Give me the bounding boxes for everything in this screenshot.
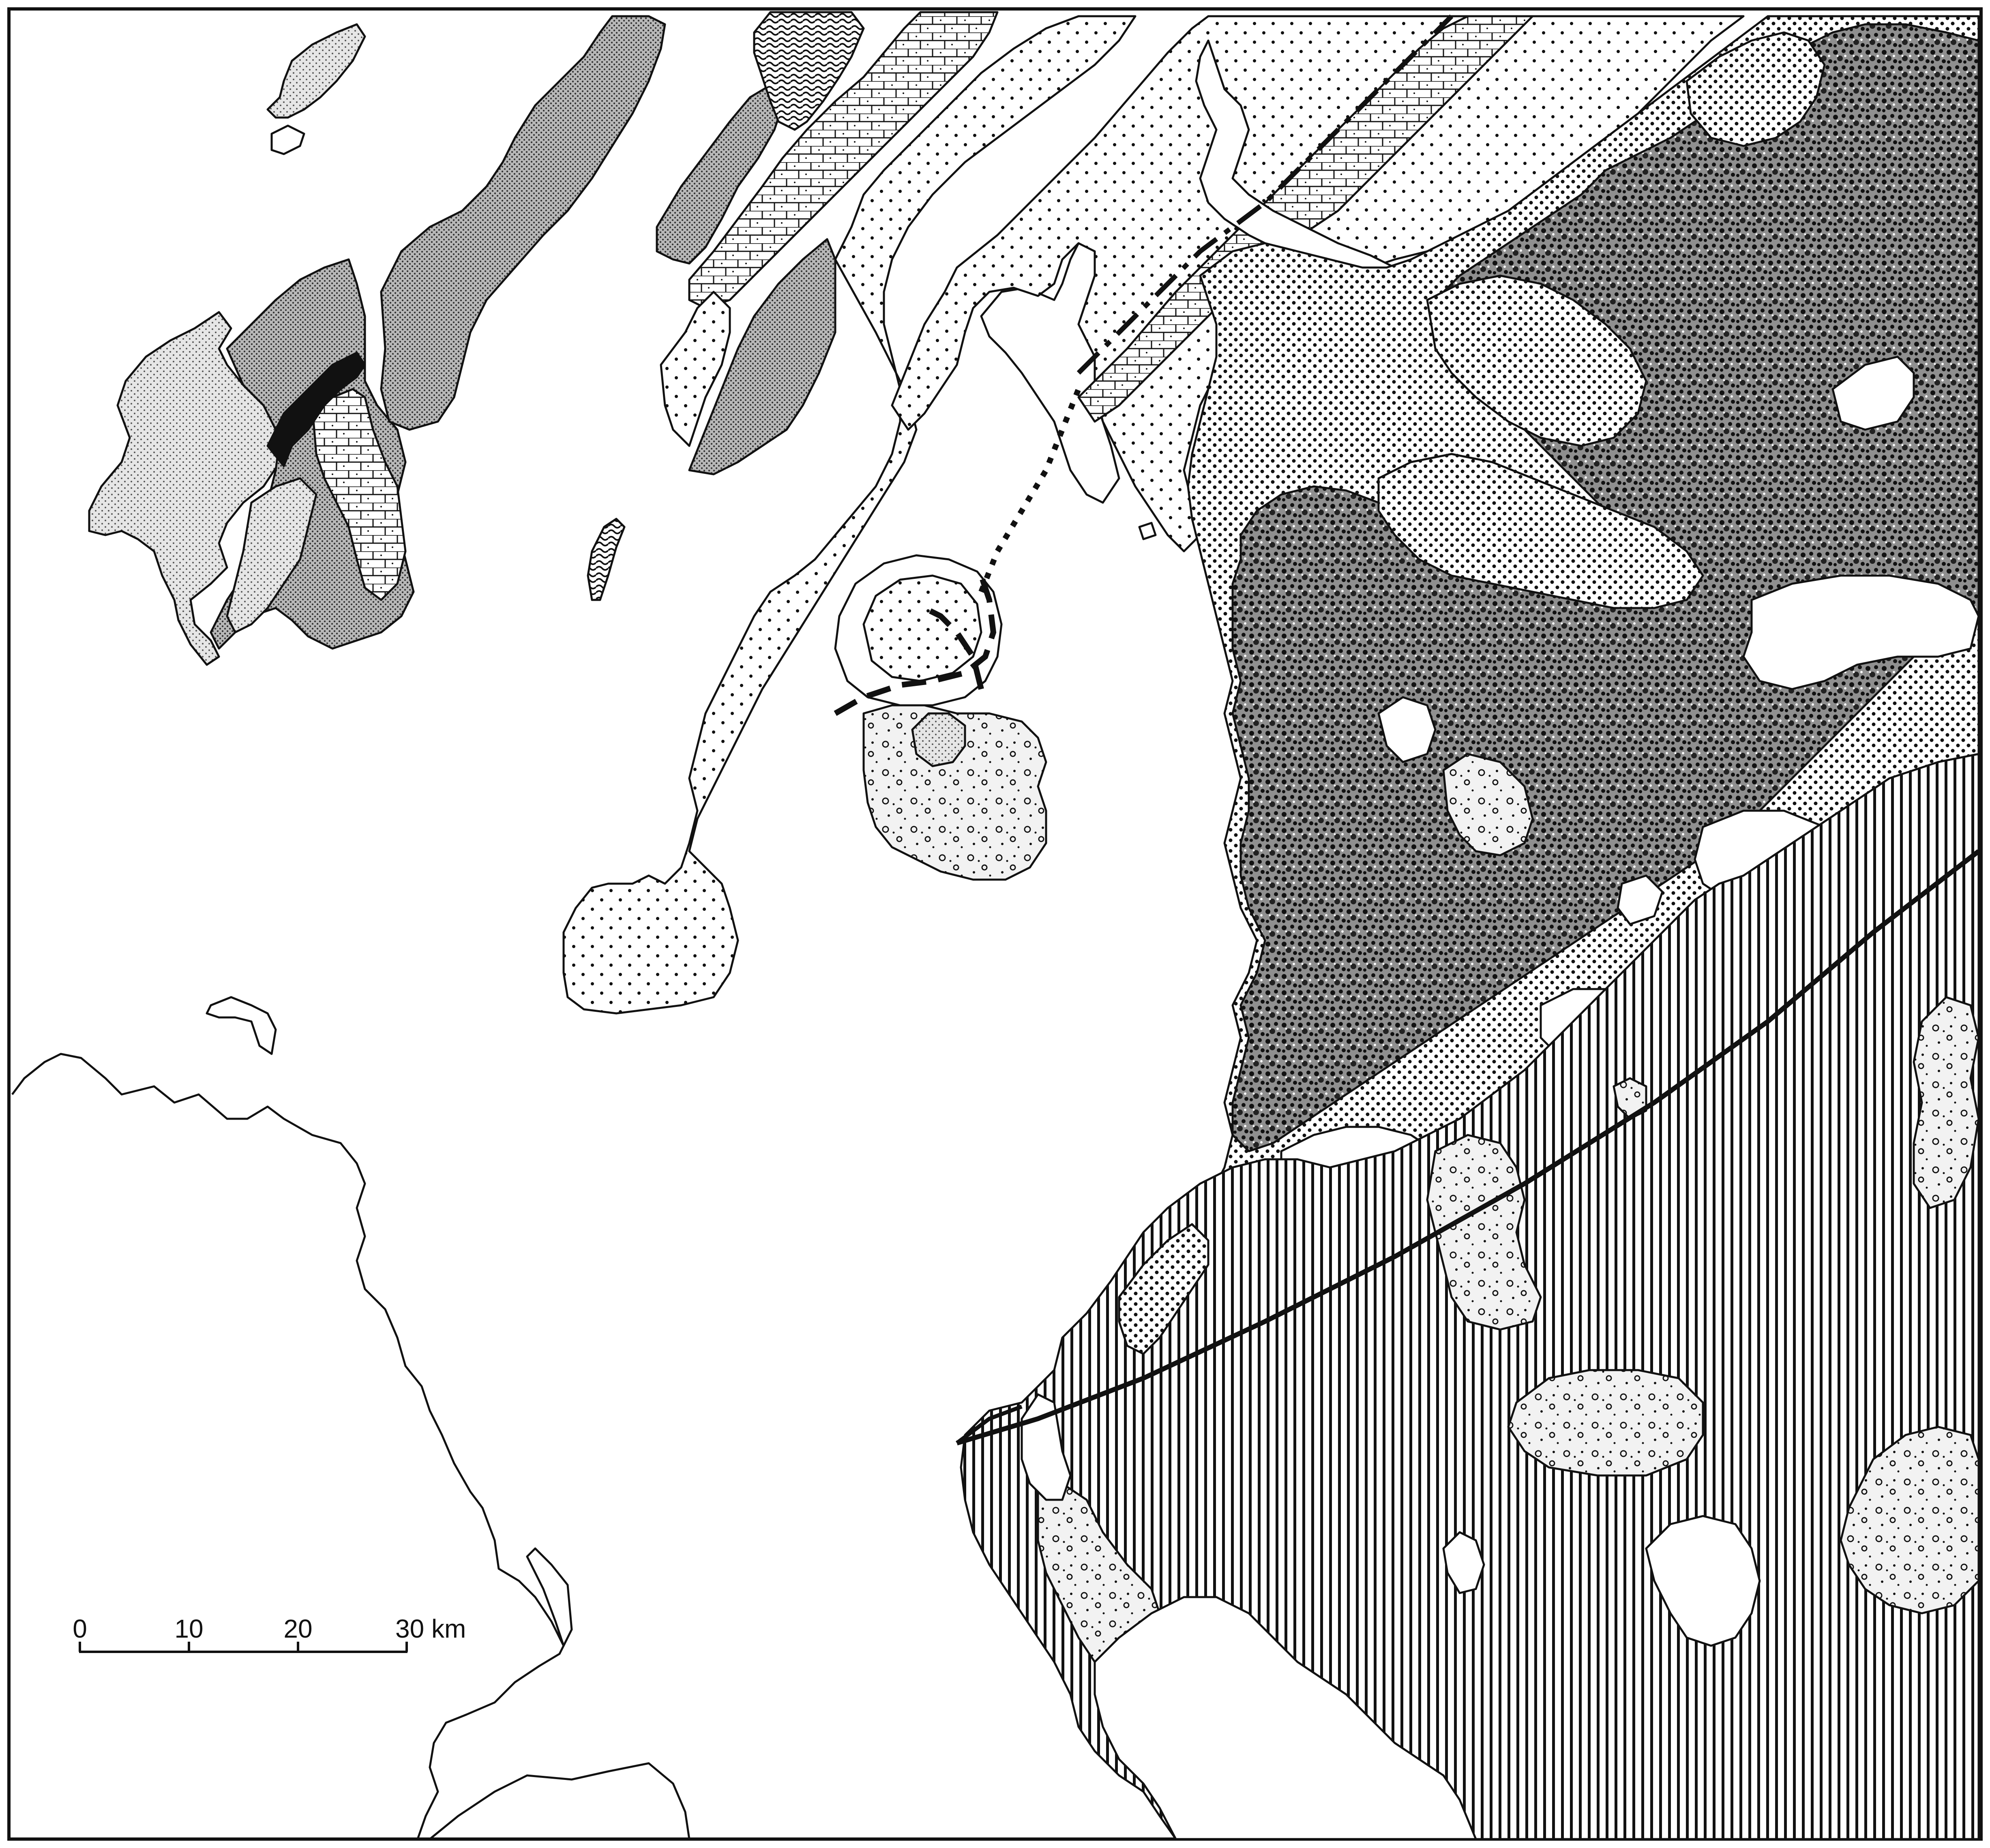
dense-dot-island-2: [1377, 453, 1704, 609]
hatch-speckle-lobe-2: [1507, 1369, 1704, 1477]
scale-label-0: 0: [73, 1614, 87, 1643]
south-island-coast: [429, 1762, 690, 1840]
hatch-speckle-lobe-3: [1913, 996, 1980, 1209]
scale-label-30-km: 30 km: [395, 1614, 466, 1643]
fault-line-dashed-ne: [1076, 14, 1454, 375]
islet-top-left: [266, 23, 366, 119]
nw-strip-medium: [380, 15, 666, 431]
crater-speckle-lobe: [862, 704, 1047, 881]
hatch-speckle-lobe-1: [1426, 1134, 1542, 1331]
mottled-speckle-lobe: [1442, 753, 1534, 857]
fault-line-major: [956, 849, 1980, 1445]
crater-inner: [862, 574, 982, 682]
se-white-inlet-4: [1645, 1515, 1761, 1647]
scale-label-10: 10: [174, 1614, 203, 1643]
west-peninsula-solid: [266, 351, 366, 467]
n-strip-wavy: [753, 11, 865, 131]
small-island-east-2: [1138, 522, 1157, 540]
islet-wavy: [587, 518, 626, 601]
scale-bar: 0 10 20 30 km: [73, 1614, 466, 1653]
n-strip-dark: [656, 84, 784, 265]
west-peninsula-brick: [311, 388, 407, 601]
mottled-white-island-6: [1617, 874, 1664, 925]
n-strip-dark-inner: [688, 238, 836, 475]
mottled-white-island-5: [1377, 696, 1437, 763]
west-peninsula-light: [88, 311, 285, 666]
se-white-inlet-2: [1094, 1596, 1477, 1840]
dense-dot-island-3: [1685, 31, 1826, 147]
central-long-peninsula: [562, 15, 1137, 1015]
hatch-speckle-lobe-4: [1840, 1426, 1980, 1615]
west-peninsula-light-band: [226, 477, 317, 634]
crater-small-oval: [911, 712, 966, 767]
scale-label-20: 20: [283, 1614, 312, 1643]
fault-line-sw: [956, 1405, 1023, 1445]
se-white-inlet-3: [1442, 1531, 1485, 1594]
mottled-white-island-1: [1831, 355, 1915, 431]
dense-dot-island-1: [1426, 274, 1647, 447]
mottled-white-island-2: [1742, 574, 1980, 690]
n-strip-sparse: [660, 291, 731, 447]
n-strip-brick: [688, 11, 999, 309]
islet-top-left-small: [270, 124, 305, 155]
hatch-speckle-lobe-5: [1613, 1077, 1647, 1120]
hatch-dense-dot-strip: [1118, 1223, 1209, 1355]
fault-line-dashed-crater: [834, 574, 997, 716]
islet-west-small: [206, 996, 277, 1055]
southwest-coastline: [11, 1053, 573, 1839]
